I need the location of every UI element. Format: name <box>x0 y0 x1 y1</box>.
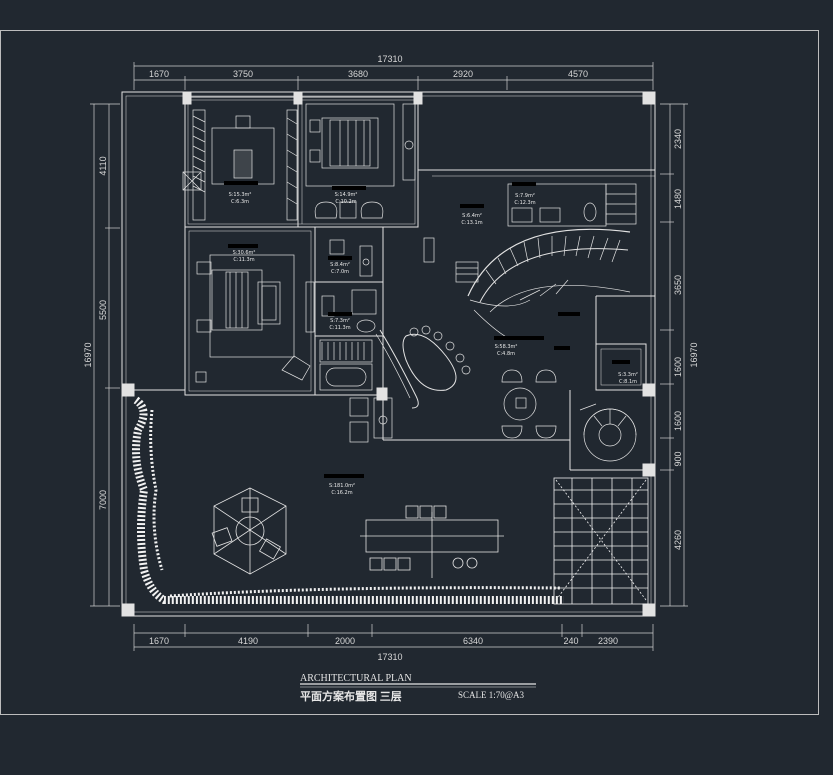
dim-right-5: 1600 <box>673 411 683 431</box>
room-3-area: S:30.6m² <box>233 250 256 256</box>
room-label-1: S:15.3m² C:6.3m <box>224 181 258 205</box>
room-label-9: S:3.3m² C:8.1m <box>612 360 638 385</box>
dim-right-1: 2340 <box>673 129 683 149</box>
dim-left-1: 4110 <box>98 156 108 175</box>
room-label-5: S:7.3m² C:11.3m <box>328 312 352 331</box>
dimension-texts: 17310 1670 3750 3680 2920 4570 1670 4190… <box>83 54 699 662</box>
room-9-height: C:8.1m <box>619 379 637 385</box>
room-3-height: C:11.3m <box>233 257 254 263</box>
dim-bottom-2: 4190 <box>238 636 258 646</box>
room-7-area: S:7.9m² <box>515 193 535 199</box>
curved-stair <box>467 228 631 339</box>
dimension-lines <box>90 62 688 651</box>
dim-left-total: 16970 <box>83 342 93 367</box>
room-label-8: S:58.3m² C:4.8m <box>494 312 580 357</box>
dim-left-2: 5500 <box>98 300 108 320</box>
title-chinese: 平面方案布置图 三层 <box>300 689 402 703</box>
title-block: ARCHITECTURAL PLAN 平面方案布置图 三层 SCALE 1:70… <box>300 673 536 703</box>
room-1-area: S:15.3m² <box>229 192 252 198</box>
dim-right-3: 3650 <box>673 275 683 295</box>
terrace-furniture <box>211 487 504 578</box>
title-scale: SCALE 1:70@A3 <box>458 690 525 700</box>
room-label-7: S:7.9m² C:12.3m <box>512 182 536 206</box>
dim-bottom-4: 6340 <box>463 636 483 646</box>
room-5-area: S:7.3m² <box>330 318 350 324</box>
room-8-height: C:4.8m <box>497 351 515 357</box>
room-1-height: C:6.3m <box>231 199 249 205</box>
dim-right-total: 16970 <box>689 342 699 367</box>
lounge-furniture <box>402 325 637 462</box>
room-9-area: S:3.3m² <box>618 372 638 378</box>
room-10-height: C:16.2m <box>331 490 352 496</box>
dim-left-3: 7000 <box>98 490 108 510</box>
dim-top-5: 4570 <box>568 69 588 79</box>
room-10-area: S:181.0m² <box>329 483 355 489</box>
room-5-height: C:11.3m <box>329 325 350 331</box>
dim-bottom-5: 240 <box>563 636 578 646</box>
room-2-height: C:10.2m <box>335 199 356 205</box>
dim-top-3: 3680 <box>348 69 368 79</box>
room-labels: S:15.3m² C:6.3m S:14.9m² C:10.2m S:30.6m… <box>224 181 638 496</box>
dim-bottom-1: 1670 <box>149 636 169 646</box>
dim-bottom-3: 2000 <box>335 636 355 646</box>
master-bedroom <box>195 254 315 383</box>
room-label-4: S:8.4m² C:7.0m <box>328 256 352 275</box>
room-8-area: S:58.3m² <box>495 344 518 350</box>
room-4-height: C:7.0m <box>331 269 349 275</box>
room-2-area: S:14.9m² <box>335 192 358 198</box>
dim-bottom-6: 2390 <box>598 636 618 646</box>
bedroom-top-middle <box>305 103 416 219</box>
bathrooms <box>319 239 419 443</box>
room-label-2: S:14.9m² C:10.2m <box>332 186 366 205</box>
dim-top-4: 2920 <box>453 69 473 79</box>
title-english: ARCHITECTURAL PLAN <box>300 673 412 684</box>
dim-top-total: 17310 <box>377 54 402 64</box>
dim-top-1: 1670 <box>149 69 169 79</box>
planting-border <box>132 396 564 605</box>
dim-bottom-total: 17310 <box>377 652 402 662</box>
dim-right-2: 1480 <box>673 189 683 209</box>
sheet-frame <box>0 30 819 715</box>
dim-right-4: 1600 <box>673 357 683 377</box>
room-6-area: S:6.4m² <box>462 213 482 219</box>
pergola-hatch <box>553 477 649 605</box>
kitchen-area <box>423 183 637 283</box>
dim-right-6: 900 <box>673 451 683 466</box>
room-label-10: S:181.0m² C:16.2m <box>324 474 364 496</box>
room-label-6: S:6.4m² C:13.1m <box>460 204 484 226</box>
room-4-area: S:8.4m² <box>330 262 350 268</box>
dim-top-2: 3750 <box>233 69 253 79</box>
room-label-3: S:30.6m² C:11.3m <box>228 244 258 263</box>
room-7-height: C:12.3m <box>514 200 535 206</box>
room-6-height: C:13.1m <box>461 220 482 226</box>
dim-right-7: 4260 <box>673 530 683 550</box>
